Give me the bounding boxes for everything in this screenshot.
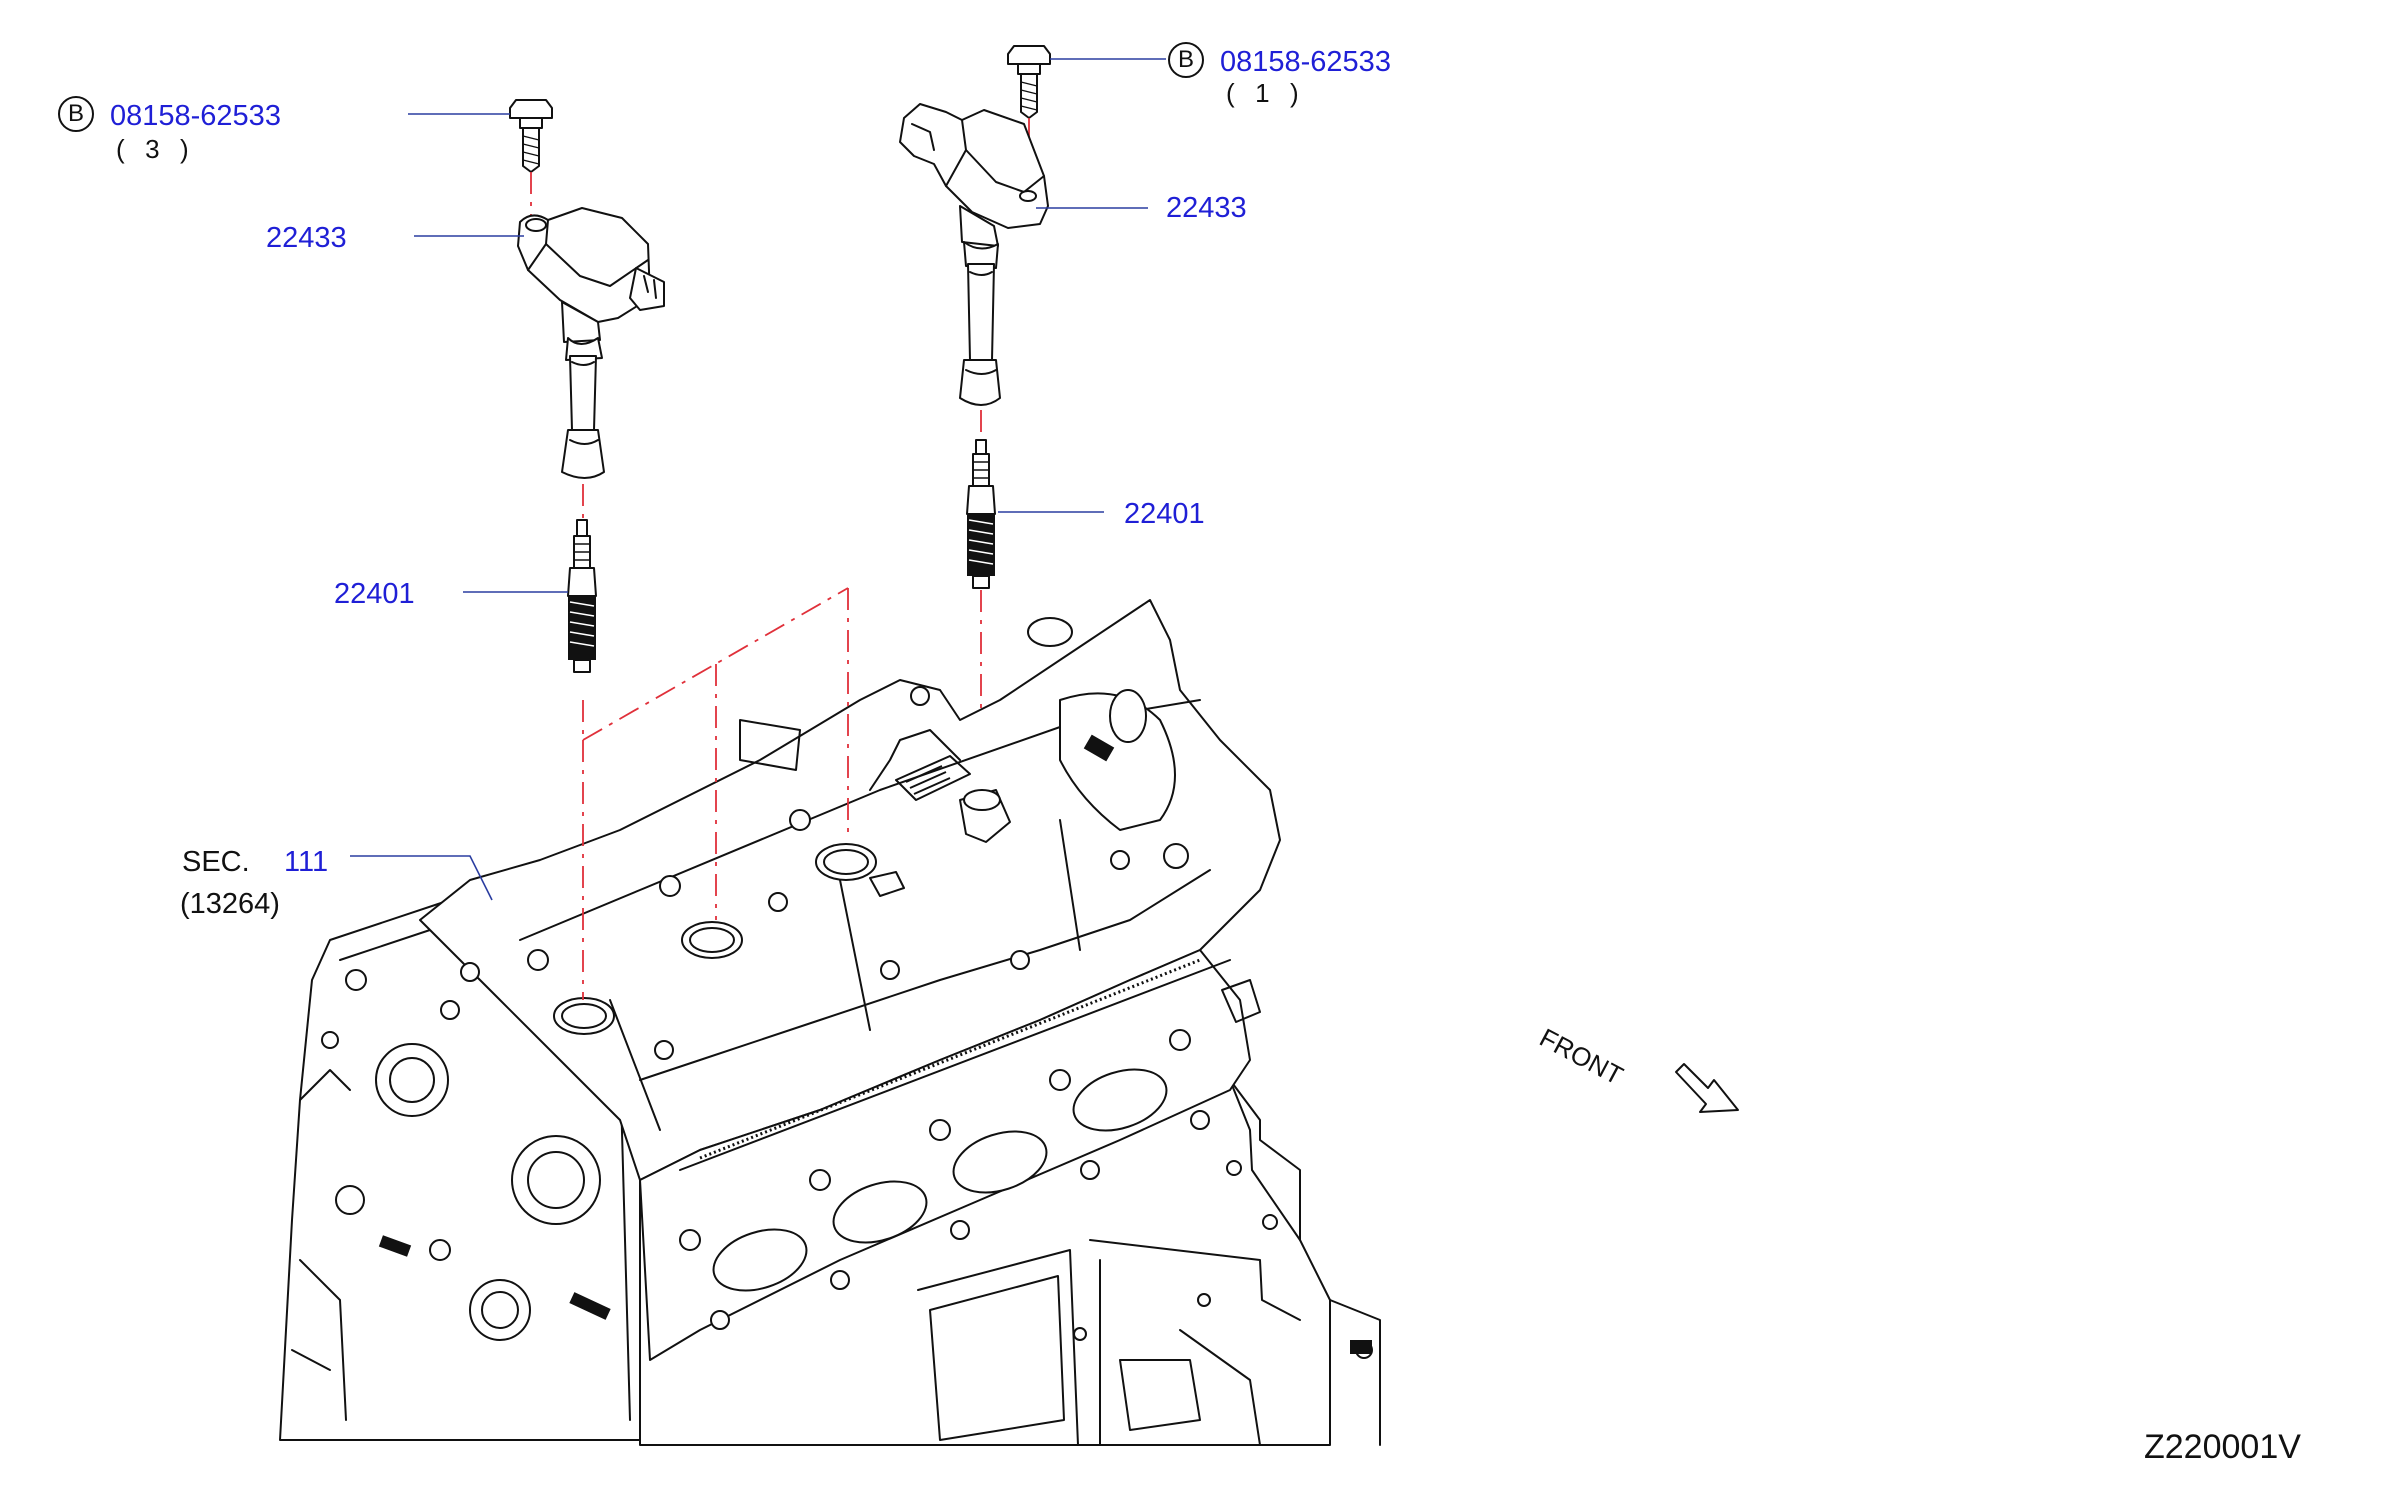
bolt-left-quantity: ( 3 ) [116, 134, 191, 164]
ignition-coil-left [517, 207, 665, 479]
bolt-right-part-number[interactable]: 08158-62533 [1220, 46, 1391, 78]
bolt-right [1007, 45, 1051, 119]
coil-right-part-number[interactable]: 22433 [1166, 192, 1247, 224]
section-reference: (13264) [180, 888, 280, 920]
plug-left-part-number[interactable]: 22401 [334, 578, 415, 610]
spark-plug-right [966, 439, 996, 589]
leader-lines [350, 58, 1166, 901]
ignition-coil-right [899, 103, 1049, 406]
section-prefix: SEC. [182, 846, 250, 878]
plug-right-part-number[interactable]: 22401 [1124, 498, 1205, 530]
intake-ports [639, 949, 1261, 1361]
bolt-right-badge: B [1168, 42, 1204, 78]
front-arrow-icon [1675, 1063, 1739, 1113]
bolt-left-part-number[interactable]: 08158-62533 [110, 100, 281, 132]
spark-plug-left [567, 519, 597, 673]
bolt-left-badge: B [58, 96, 94, 132]
coil-left-part-number[interactable]: 22433 [266, 222, 347, 254]
diagram-id: Z220001V [2144, 1428, 2301, 1466]
centerlines [582, 587, 849, 1000]
bolt-right-quantity: ( 1 ) [1226, 78, 1301, 108]
section-number-link[interactable]: 111 [284, 846, 329, 878]
cam-label-plate [895, 755, 971, 801]
bolt-left [509, 99, 553, 173]
